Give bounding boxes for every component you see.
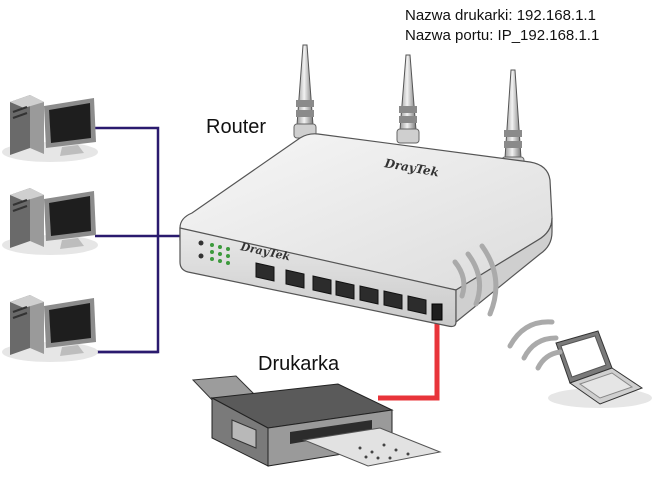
- antenna: [293, 44, 317, 139]
- lan-cable-pc-1: [95, 126, 160, 354]
- antenna: [396, 54, 420, 144]
- printer-name-line: Nazwa drukarki: 192.168.1.1: [405, 7, 596, 24]
- ethernet-port: [255, 262, 275, 282]
- laptop-icon: [548, 330, 652, 408]
- ethernet-port: [383, 290, 403, 310]
- router-wifi-waves: [452, 243, 499, 317]
- ethernet-ports: [255, 262, 427, 315]
- desktop-computer-icon: [2, 95, 98, 162]
- ethernet-port: [335, 280, 355, 300]
- ethernet-port: [407, 295, 427, 315]
- ethernet-port: [285, 269, 305, 289]
- usb-port: [431, 303, 443, 321]
- antenna: [501, 69, 525, 172]
- desktop-computer-icon: [2, 295, 98, 362]
- printer-icon: [191, 375, 442, 467]
- status-leds: [198, 240, 230, 265]
- port-name-line: Nazwa portu: IP_192.168.1.1: [405, 27, 600, 44]
- laptop-wifi-waves: [507, 319, 563, 371]
- router-label: Router: [206, 116, 267, 138]
- ethernet-port: [312, 275, 332, 295]
- wireless-router-icon: DrayTek DrayTek: [179, 44, 553, 328]
- printer-label: Drukarka: [258, 353, 340, 375]
- ethernet-port: [359, 285, 379, 305]
- printer-cable: [378, 322, 440, 401]
- desktop-computer-icon: [2, 188, 98, 255]
